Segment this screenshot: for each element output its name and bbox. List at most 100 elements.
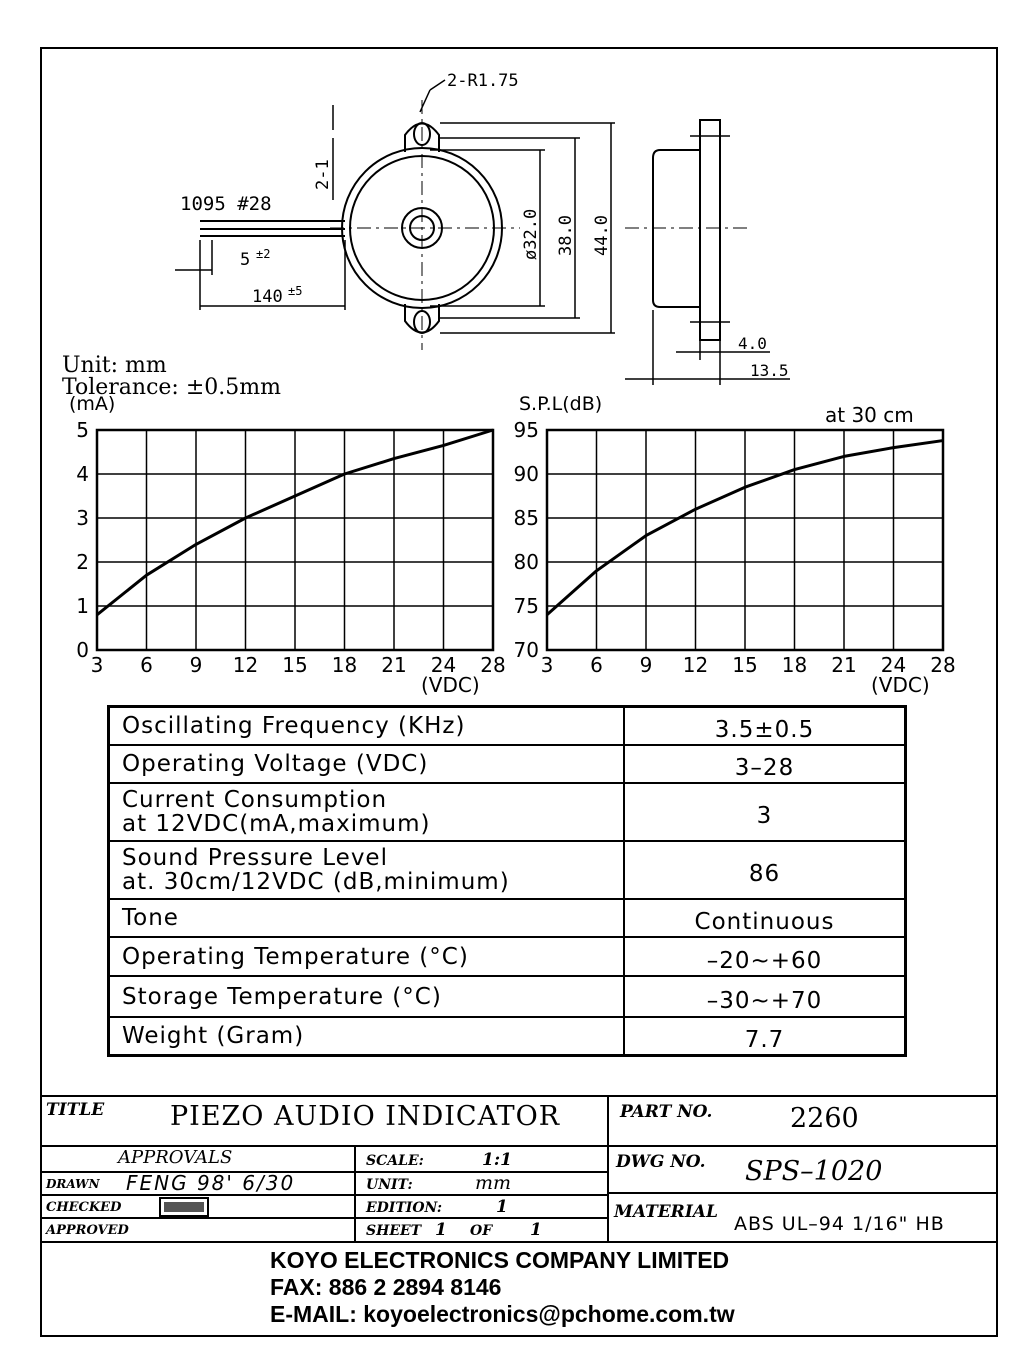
spec-row: Storage Temperature (°C)–30~+70: [107, 975, 907, 1018]
spec-label-cell: Operating Voltage (VDC): [107, 744, 625, 784]
y-tick-label: 80: [514, 550, 539, 574]
approved-label: APPROVED: [46, 1223, 129, 1238]
spec-label-line2: at. 30cm/12VDC (dB,minimum): [122, 869, 510, 895]
spec-value: –20~+60: [623, 936, 907, 977]
unit-value: mm: [475, 1172, 512, 1194]
x-tick-label: 9: [190, 653, 203, 677]
x-tick-label: 15: [282, 653, 307, 677]
edition-value: 1: [496, 1197, 508, 1217]
dim-5: 5: [240, 250, 250, 270]
spec-value: 3–28: [623, 744, 907, 784]
of-value: 1: [530, 1220, 542, 1240]
spec-label: Sound Pressure Level: [122, 845, 388, 871]
x-tick-label: 6: [590, 653, 603, 677]
dim-4: 4.0: [738, 334, 767, 353]
x-tick-label: 9: [640, 653, 653, 677]
unit-label: UNIT:: [366, 1177, 413, 1193]
tolerance-note: Tolerance: ±0.5mm: [62, 375, 281, 400]
spec-label: Oscillating Frequency (KHz): [122, 713, 466, 739]
y-tick-label: 75: [514, 594, 539, 618]
mechanical-drawing: 2-R1.75 2-1 1095 #28 5 ±2 140 ±5 ø32.0 3…: [62, 71, 790, 400]
drawn-value: FENG 98' 6/30: [126, 1171, 296, 1195]
spec-value: 86: [623, 840, 907, 900]
x-tick-label: 12: [233, 653, 258, 677]
y-tick-label: 3: [76, 506, 89, 530]
scale-label: SCALE:: [366, 1153, 424, 1169]
material-value: ABS UL–94 1/16" HB: [734, 1213, 945, 1235]
y-tick-label: 0: [76, 638, 89, 662]
part-no-label: PART NO.: [620, 1102, 713, 1122]
dim-5-tol: ±2: [256, 247, 270, 261]
title-label: TITLE: [46, 1100, 105, 1120]
dim-13-5: 13.5: [750, 361, 789, 380]
y-tick-label: 4: [76, 462, 89, 486]
dim-44: 44.0: [592, 215, 612, 256]
y-tick-label: 85: [514, 506, 539, 530]
spec-label-cell: Tone: [107, 898, 625, 938]
spec-label-cell: Oscillating Frequency (KHz): [107, 705, 625, 746]
edition-label: EDITION:: [366, 1200, 442, 1216]
spec-value: Continuous: [623, 898, 907, 938]
fax-line: FAX: 886 2 2894 8146: [270, 1274, 502, 1300]
y-axis-label: (mA): [69, 393, 115, 415]
part-no: 2260: [790, 1103, 859, 1134]
spec-row: Weight (Gram) 7.7: [107, 1016, 907, 1057]
spec-row: Oscillating Frequency (KHz) 3.5±0.5: [107, 705, 907, 746]
material-label: MATERIAL: [614, 1202, 718, 1222]
dwg-no-label: DWG NO.: [616, 1152, 706, 1172]
x-tick-label: 21: [381, 653, 406, 677]
dim-140: 140: [252, 287, 283, 307]
x-tick-label: 28: [480, 653, 505, 677]
company-name: KOYO ELECTRONICS COMPANY LIMITED: [270, 1247, 730, 1273]
y-tick-label: 5: [76, 418, 89, 442]
x-axis-label: (VDC): [421, 673, 480, 697]
dim-38: 38.0: [556, 215, 576, 256]
spec-label-cell: Operating Temperature (°C): [107, 936, 625, 977]
spec-label-line2: at 12VDC(mA,maximum): [122, 811, 431, 837]
email-line: E-MAIL: koyoelectronics@pchome.com.tw: [270, 1301, 735, 1327]
x-tick-label: 12: [683, 653, 708, 677]
unit-note: Unit: mm: [62, 353, 167, 378]
x-tick-label: 15: [732, 653, 757, 677]
spec-label: Weight (Gram): [122, 1023, 305, 1049]
of-label: OF: [470, 1223, 493, 1239]
dim-diameter-32: ø32.0: [521, 209, 541, 260]
spec-value: –30~+70: [623, 975, 907, 1018]
spec-label-cell: Weight (Gram): [107, 1016, 625, 1057]
plot-frame: [545, 428, 945, 652]
approvals-label: APPROVALS: [118, 1147, 233, 1168]
x-tick-label: 24: [881, 653, 906, 677]
y-tick-label: 90: [514, 462, 539, 486]
x-tick-label: 3: [91, 653, 104, 677]
spec-row: Tone Continuous: [107, 898, 907, 938]
spec-label: Operating Voltage (VDC): [122, 751, 429, 777]
spec-label: Operating Temperature (°C): [122, 943, 469, 970]
x-tick-label: 28: [930, 653, 955, 677]
y-tick-label: 95: [514, 418, 539, 442]
y-axis-label: S.P.L(dB): [519, 393, 602, 415]
drawing-sheet: [40, 47, 998, 1337]
dim-radius: 2-R1.75: [447, 71, 519, 91]
drawing-title: PIEZO AUDIO INDICATOR: [170, 1101, 561, 1132]
x-tick-label: 6: [140, 653, 153, 677]
spec-value: 7.7: [623, 1016, 907, 1057]
dim-140-tol: ±5: [288, 284, 302, 298]
x-tick-label: 18: [782, 653, 807, 677]
scale-value: 1:1: [482, 1150, 512, 1170]
wire-label: 1095 #28: [180, 193, 272, 215]
spec-row: Operating Voltage (VDC) 3–28: [107, 744, 907, 784]
x-tick-label: 21: [831, 653, 856, 677]
spec-label-cell: Storage Temperature (°C): [107, 975, 625, 1018]
spec-value: 3.5±0.5: [623, 705, 907, 746]
spec-row: Operating Temperature (°C) –20~+60: [107, 936, 907, 977]
x-tick-label: 24: [431, 653, 456, 677]
sheet-label: SHEET: [366, 1223, 422, 1239]
checked-label: CHECKED: [46, 1200, 122, 1215]
spec-value: 3: [623, 782, 907, 842]
drawn-label: DRAWN: [46, 1177, 100, 1191]
plot-frame: [95, 428, 495, 652]
spec-label: Tone: [122, 905, 179, 931]
